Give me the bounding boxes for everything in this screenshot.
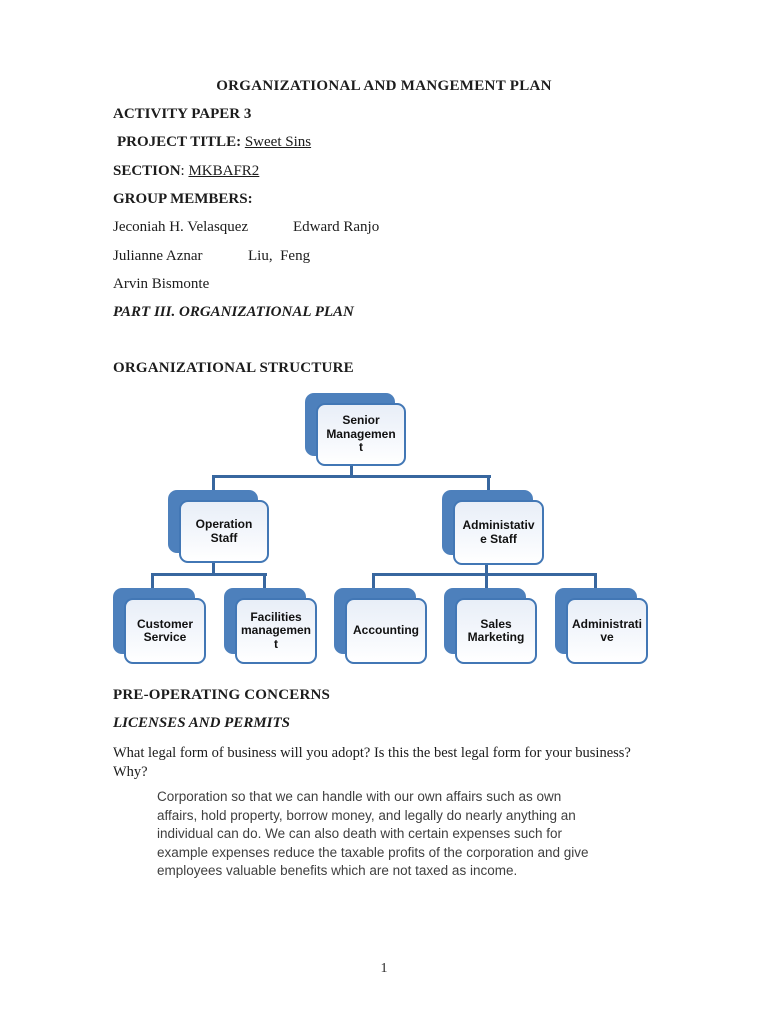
org-node-senior-management: Senior Managemen t <box>305 393 406 466</box>
connector-line <box>594 573 597 589</box>
org-node-customer-service: Customer Service <box>113 588 206 664</box>
connector-line <box>151 573 154 589</box>
licenses-and-permits-heading: LICENSES AND PERMITS <box>113 715 290 731</box>
connector-line <box>372 573 375 589</box>
member-row: Arvin Bismonte <box>113 276 209 293</box>
node-label: Customer Service <box>136 616 193 644</box>
project-title-label: PROJECT TITLE: <box>117 134 242 150</box>
connector-line <box>485 573 488 589</box>
member-name: Edward Ranjo <box>293 219 380 235</box>
org-node-administrative: Administrati ve <box>555 588 648 664</box>
node-label: Sales Marketing <box>467 616 525 644</box>
section-line: SECTION: MKBAFR2 <box>113 163 260 179</box>
connector-line <box>212 475 215 491</box>
member-name: Arvin Bismonte <box>113 276 210 292</box>
node-label: Facilities managemen t <box>240 609 312 651</box>
connector-line <box>151 573 267 576</box>
member-row: Jeconiah H. Velasquez Edward Ranjo <box>113 219 379 236</box>
member-name: Jeconiah H. Velasquez <box>113 219 249 235</box>
member-name: Julianne Aznar <box>113 248 203 264</box>
section-label: SECTION <box>113 163 181 179</box>
connector-line <box>212 475 491 478</box>
connector-line <box>487 475 490 491</box>
node-label: Administativ e Staff <box>462 518 535 546</box>
node-label: Accounting <box>353 623 419 638</box>
node-label: Operation Staff <box>195 517 253 545</box>
org-node-accounting: Accounting <box>334 588 427 664</box>
org-node-sales-marketing: Sales Marketing <box>444 588 537 664</box>
project-title-value: Sweet Sins <box>244 134 312 150</box>
connector-line <box>485 564 488 575</box>
org-node-operation-staff: Operation Staff <box>168 490 269 563</box>
org-node-facilities-management: Facilities managemen t <box>224 588 317 664</box>
org-node-administative-staff: Administativ e Staff <box>442 490 544 565</box>
legal-form-answer: Corporation so that we can handle with o… <box>157 789 589 878</box>
page-number: 1 <box>380 961 388 976</box>
pre-operating-concerns-heading: PRE-OPERATING CONCERNS <box>113 687 331 703</box>
group-members-heading: GROUP MEMBERS: <box>113 191 253 207</box>
connector-line <box>263 573 266 589</box>
member-row: Julianne Aznar Liu, Feng <box>113 248 310 265</box>
node-label: Administrati ve <box>571 616 642 644</box>
document-title: ORGANIZATIONAL AND MANGEMENT PLAN <box>216 78 552 94</box>
project-title-line: PROJECT TITLE: Sweet Sins <box>113 134 311 151</box>
connector-line <box>212 562 215 575</box>
part-iii-heading: PART III. ORGANIZATIONAL PLAN <box>113 304 354 320</box>
connector-line <box>372 573 597 576</box>
node-label: Senior Managemen t <box>326 413 396 455</box>
section-value: MKBAFR2 <box>188 163 260 179</box>
activity-paper-heading: ACTIVITY PAPER 3 <box>113 106 252 122</box>
organizational-structure-heading: ORGANIZATIONAL STRUCTURE <box>113 360 354 376</box>
legal-form-question: What legal form of business will you ado… <box>113 745 631 780</box>
connector-line <box>350 466 353 478</box>
member-name: Liu, Feng <box>248 248 311 264</box>
